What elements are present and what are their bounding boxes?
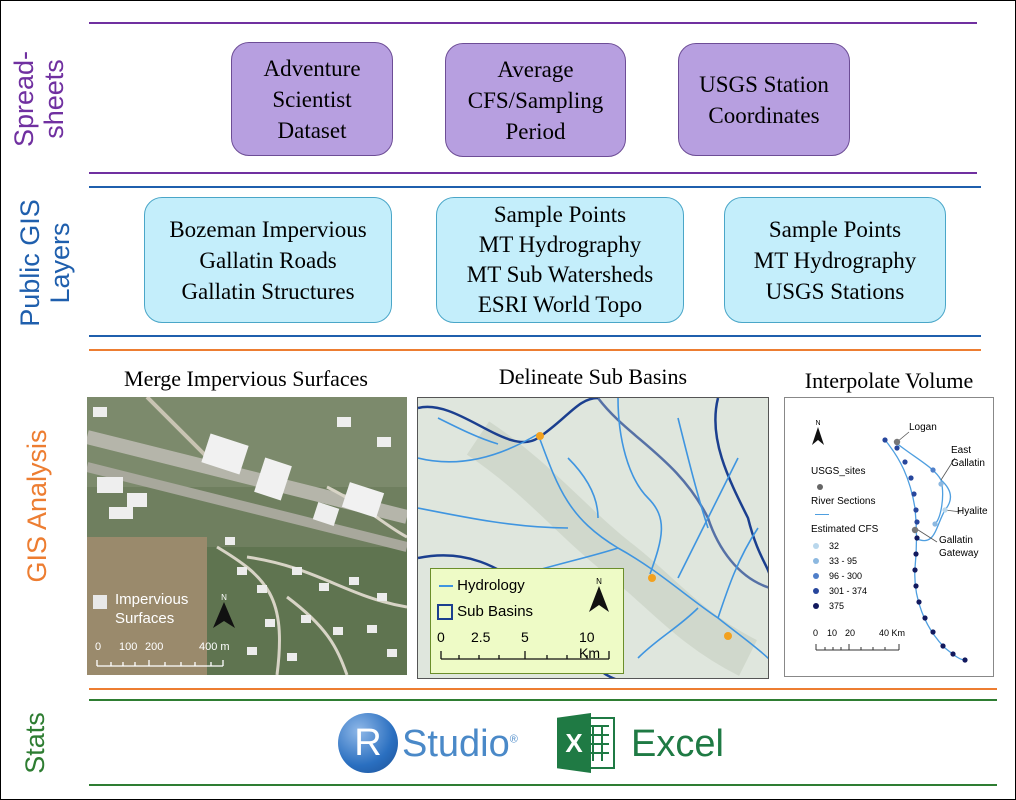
title-delineate-subbasins: Delineate Sub Basins — [498, 364, 688, 389]
subbasin-scale-bar: 0 2.5 5 10 Km — [437, 629, 619, 669]
rule-analysis-top — [89, 349, 981, 351]
cfs-class: 96 - 300 — [813, 571, 903, 586]
cfs-dot — [813, 603, 819, 609]
legend-river-sections: River Sections — [811, 496, 876, 507]
interpolate-scale-bar: 0 10 20 40 Km — [813, 628, 913, 658]
excel-logo: X Excel — [557, 713, 737, 777]
rstudio-logo: R Studio® — [338, 713, 518, 777]
aerial-imagery — [87, 397, 407, 675]
subbasins-legend: Sub Basins — [437, 603, 533, 621]
rule-analysis-bottom — [89, 688, 997, 690]
impervious-legend-swatch — [93, 595, 107, 609]
cfs-class: 375 — [813, 601, 903, 616]
excel-wordmark: Excel — [631, 723, 724, 765]
cfs-dot — [813, 543, 819, 549]
rule-spreadsheets-top — [89, 22, 977, 24]
excel-icon: X — [557, 713, 617, 773]
title-merge-impervious: Merge Impervious Surfaces — [124, 366, 368, 391]
rule-spreadsheets-bottom — [89, 172, 977, 174]
cfs-dot — [813, 558, 819, 564]
cfs-class: 33 - 95 — [813, 556, 903, 571]
legend-cfs-title: Estimated CFS — [811, 524, 879, 535]
rule-gis-top — [89, 186, 981, 188]
row-label-stats: Stats — [20, 712, 50, 774]
north-arrow-icon: N — [587, 577, 611, 619]
rule-stats-top — [89, 699, 997, 701]
subbasin-legend: Hydrology Sub Basins N 0 2.5 5 10 Km — [430, 568, 624, 674]
north-arrow-icon: N — [811, 420, 825, 450]
cfs-dot — [813, 573, 819, 579]
rule-gis-bottom — [89, 335, 981, 337]
cfs-class: 301 - 374 — [813, 586, 903, 601]
site-label-logan: Logan — [909, 422, 937, 433]
row-label-gis-analysis: GIS Analysis — [22, 429, 52, 583]
hydrology-legend: Hydrology — [439, 577, 525, 594]
rstudio-r-icon: R — [338, 713, 398, 773]
legend-usgs-sites: USGS_sites — [811, 466, 866, 477]
row-label-spreadsheets: Spread-sheets — [9, 50, 69, 148]
river-network — [882, 431, 968, 663]
site-label-hyalite: Hyalite — [957, 506, 988, 517]
impervious-scale-bar: 0 100 200 400 m — [95, 641, 245, 671]
cfs-class: 32 — [813, 541, 903, 556]
cfs-legend-list: 32 33 - 95 96 - 300 301 - 374 375 — [813, 541, 903, 616]
title-interpolate-volume: Interpolate Volume — [804, 368, 974, 393]
legend-site-marker — [817, 484, 823, 490]
north-arrow-icon: N — [211, 593, 237, 633]
rule-stats-bottom — [89, 784, 997, 786]
cfs-dot — [813, 588, 819, 594]
rstudio-wordmark: Studio® — [402, 723, 518, 765]
interpolate-map: N USGS_sites River Sections Estimated CF… — [784, 397, 994, 677]
subbasin-map: Hydrology Sub Basins N 0 2.5 5 10 Km — [417, 397, 769, 679]
legend-river-line — [815, 514, 829, 515]
